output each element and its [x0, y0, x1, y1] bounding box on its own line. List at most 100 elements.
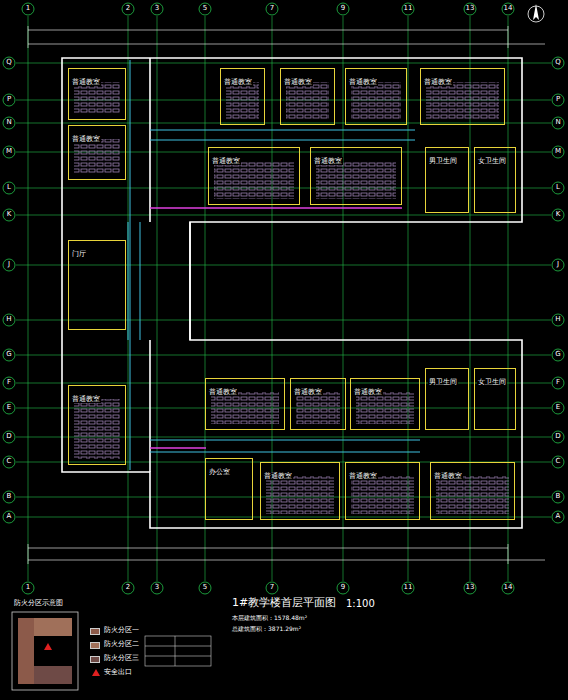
exit-symbol: [92, 669, 100, 676]
axis-bubble: [266, 3, 278, 15]
room-name: 普通教室: [223, 78, 253, 86]
axis-bubble: [502, 3, 514, 15]
axis-bubble: [22, 3, 34, 15]
room-name: 女卫生间: [477, 378, 507, 386]
legend-text: 防火分区一: [104, 627, 139, 635]
axis-number: 11: [404, 5, 413, 13]
axis-bubble: [552, 456, 564, 468]
room-name: 普通教室: [348, 78, 378, 86]
axis-bubble: [552, 491, 564, 503]
room-name: 办公室: [208, 468, 231, 476]
axis-bubble: [3, 402, 15, 414]
desk-rows: [286, 82, 329, 119]
room-box: 男卫生间: [425, 368, 469, 430]
axis-letter: D: [555, 433, 560, 441]
grid-line: [16, 63, 551, 64]
axis-bubble: [3, 259, 15, 271]
axis-bubble: [3, 94, 15, 106]
axis-bubble: [3, 117, 15, 129]
axis-bubble: [22, 582, 34, 594]
grid-line: [16, 320, 551, 321]
room-name: 普通教室: [283, 78, 313, 86]
room-box: 男卫生间: [425, 147, 469, 213]
room-name: 女卫生间: [477, 157, 507, 165]
grid-line: [16, 355, 551, 356]
legend-text: 安全出口: [104, 669, 132, 677]
room-box: 普通教室: [208, 147, 300, 205]
legend-swatch: [90, 642, 100, 649]
axis-bubble: [552, 259, 564, 271]
axis-number: 2: [126, 5, 130, 13]
room-name: 普通教室: [71, 135, 101, 143]
area-note: 本层建筑面积：1578.48m²: [232, 615, 307, 622]
room-box: 普通教室: [345, 462, 420, 520]
room-name: 普通教室: [71, 395, 101, 403]
axis-bubble: [3, 209, 15, 221]
axis-letter: F: [556, 379, 560, 387]
room-box: 女卫生间: [474, 147, 516, 213]
grid-line: [16, 265, 551, 266]
axis-bubble: [552, 146, 564, 158]
axis-letter: K: [556, 211, 561, 219]
legend-text: 防火分区二: [104, 641, 139, 649]
axis-letter: K: [7, 211, 12, 219]
axis-bubble: [552, 94, 564, 106]
desk-rows: [316, 161, 396, 199]
axis-bubble: [552, 117, 564, 129]
legend-swatch: [90, 628, 100, 635]
room-name: 普通教室: [71, 78, 101, 86]
axis-bubble: [199, 582, 211, 594]
area-note: 总建筑面积：3871.29m²: [232, 626, 301, 633]
room-name: 普通教室: [293, 388, 323, 396]
diagram-title: 防火分区示意图: [14, 600, 63, 608]
axis-letter: C: [556, 458, 561, 466]
desk-rows: [211, 392, 279, 424]
grid-line: [343, 16, 344, 581]
room-box: 女卫生间: [474, 368, 516, 430]
axis-bubble: [552, 402, 564, 414]
axis-bubble: [552, 57, 564, 69]
room-name: 普通教室: [353, 388, 383, 396]
axis-letter: P: [556, 96, 560, 104]
axis-number: 14: [504, 584, 513, 592]
desk-rows: [226, 82, 259, 119]
axis-number: 9: [341, 584, 345, 592]
axis-number: 1: [26, 5, 30, 13]
axis-bubble: [151, 582, 163, 594]
axis-bubble: [402, 3, 414, 15]
room-box: 普通教室: [430, 462, 515, 520]
room-box: 门厅: [68, 240, 126, 330]
desk-rows: [351, 82, 401, 119]
axis-letter: L: [7, 184, 11, 192]
axis-bubble: [552, 182, 564, 194]
axis-letter: E: [7, 404, 11, 412]
room-box: 普通教室: [350, 378, 420, 430]
axis-bubble: [266, 582, 278, 594]
room-name: 普通教室: [211, 157, 241, 165]
axis-bubble: [3, 182, 15, 194]
room-name: 普通教室: [423, 78, 453, 86]
room-name: 普通教室: [208, 388, 238, 396]
axis-bubble: [552, 209, 564, 221]
room-name: 男卫生间: [428, 378, 458, 386]
axis-bubble: [122, 582, 134, 594]
axis-letter: G: [6, 351, 11, 359]
axis-bubble: [464, 582, 476, 594]
axis-bubble: [3, 349, 15, 361]
axis-letter: P: [7, 96, 11, 104]
axis-bubble: [3, 491, 15, 503]
fire-zone-diagram: [12, 612, 78, 690]
axis-letter: H: [6, 316, 11, 324]
desk-rows: [356, 392, 414, 424]
room-box: 普通教室: [68, 68, 126, 120]
axis-bubble: [3, 511, 15, 523]
axis-bubble: [3, 57, 15, 69]
axis-number: 13: [466, 584, 475, 592]
legend-text: 防火分区三: [104, 655, 139, 663]
area-table: [145, 636, 211, 666]
axis-bubble: [199, 3, 211, 15]
axis-bubble: [122, 3, 134, 15]
axis-letter: B: [7, 493, 12, 501]
desk-rows: [351, 476, 414, 514]
